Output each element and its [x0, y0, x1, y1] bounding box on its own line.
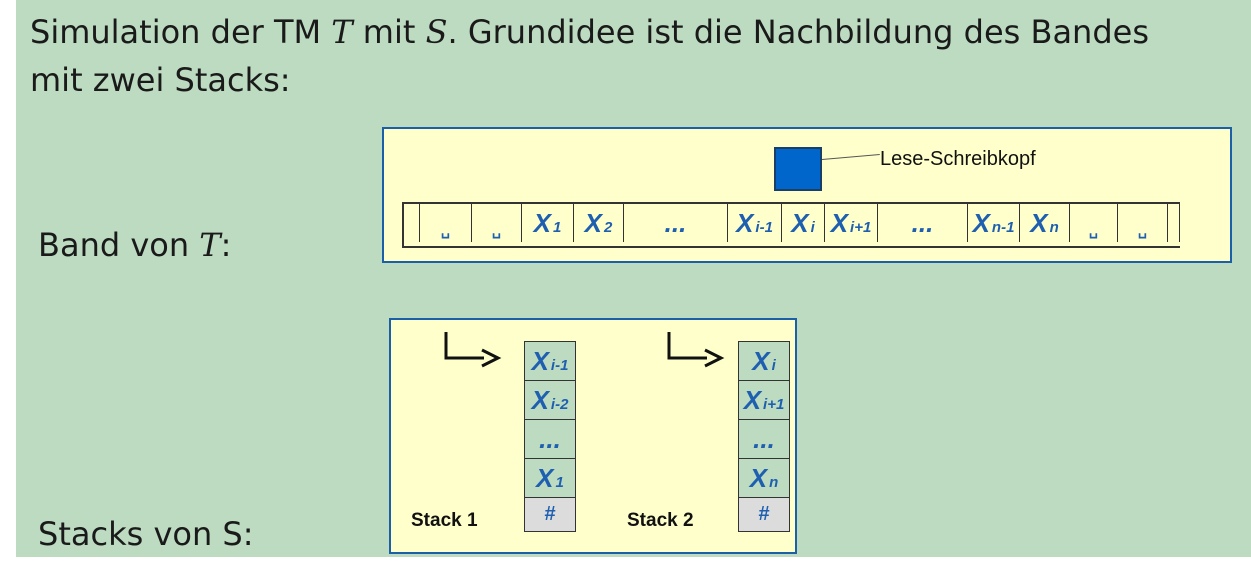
stack-cell-symbol: X [752, 345, 770, 376]
stack-cell: ... [738, 419, 790, 459]
tape-cell-blank: ␣ [472, 204, 522, 242]
tape-cell-index: i-1 [755, 218, 773, 236]
tape-cell-symbol: X [830, 207, 849, 238]
band-label-text: Band von [38, 226, 200, 264]
stack-cell: ... [524, 419, 576, 459]
stack-cell-symbol: ... [539, 423, 561, 454]
band-label: Band von T: [38, 226, 231, 264]
stack-1-label: Stack 1 [411, 510, 478, 531]
stack-cell-index: 1 [555, 473, 564, 491]
band-label-colon: : [220, 226, 232, 264]
read-write-head [774, 147, 822, 191]
tape-cell-blank: ␣ [1070, 204, 1118, 242]
tape-cell-index: i+1 [850, 218, 872, 236]
tape-cell-symbol: X [584, 207, 602, 238]
stack2-arrow-icon [667, 332, 725, 368]
tape-cell-symbol: X [972, 207, 990, 238]
stack-cell-index: i-1 [550, 356, 569, 374]
heading-part1: Simulation der TM [30, 13, 332, 51]
tape-cell-symbol: ... [664, 207, 687, 238]
symbol-T: T [331, 13, 353, 51]
heading-text: Simulation der TM T mit S. Grundidee ist… [30, 8, 1149, 104]
stack-cell-index: i [771, 356, 776, 374]
tape-cell-symbol: ... [911, 207, 934, 238]
stack-cell-symbol: X [536, 462, 554, 493]
tape-cell-symbol: X [791, 207, 809, 238]
tape-cell-symbol: ␣ [1089, 221, 1098, 238]
tape-cell-index: 2 [604, 218, 613, 236]
stacks-label: Stacks von S: [38, 515, 254, 553]
tape-cell-index: i [810, 218, 815, 236]
stack-cell-index: n [769, 473, 779, 491]
slide-background: Simulation der TM T mit S. Grundidee ist… [16, 0, 1251, 557]
stack-cell-symbol: X [531, 384, 549, 415]
stack-cell-index: i+1 [763, 395, 785, 413]
tape-cell-symbol: ␣ [441, 221, 450, 238]
stack-bottom-marker: # [524, 497, 576, 532]
band-label-symbol: T [199, 226, 221, 264]
stack-bottom-marker: # [738, 497, 790, 532]
head-leader-line [821, 153, 880, 160]
tape-cell-blank: ␣ [420, 204, 472, 242]
tape-cell-index: n-1 [991, 218, 1015, 236]
stack-cell-symbol: X [743, 384, 762, 415]
tape-cell-edge [404, 204, 420, 242]
tape-cell-edge [1168, 204, 1180, 242]
tape-cell-symbol: X [736, 207, 754, 238]
heading-line2: mit zwei Stacks: [30, 61, 291, 99]
tape-cell-index: n [1049, 218, 1059, 236]
tape-cell-blank: ␣ [1118, 204, 1168, 242]
heading-part3: . Grundidee ist die Nachbildung des Band… [447, 13, 1150, 51]
stack1-arrow-icon [444, 332, 502, 368]
tape-cell-symbol: ␣ [1138, 221, 1147, 238]
tape-cell: ... [624, 204, 728, 242]
tape-cell: ... [878, 204, 968, 242]
stack-2-label: Stack 2 [627, 510, 694, 531]
head-label: Lese-Schreibkopf [880, 148, 1036, 170]
tape-cell-index: 1 [553, 218, 562, 236]
symbol-S: S [425, 13, 448, 51]
stack-cell-index: i-2 [550, 395, 569, 413]
stack-cell-symbol: X [749, 462, 768, 493]
stack-cell-symbol: X [531, 345, 549, 376]
stack-cell-symbol: ... [753, 423, 775, 454]
tape-cell-symbol: X [533, 207, 551, 238]
tape-cell-symbol: ␣ [492, 221, 501, 238]
heading-part2: mit [352, 13, 426, 51]
tape-cell-symbol: X [1030, 207, 1048, 238]
